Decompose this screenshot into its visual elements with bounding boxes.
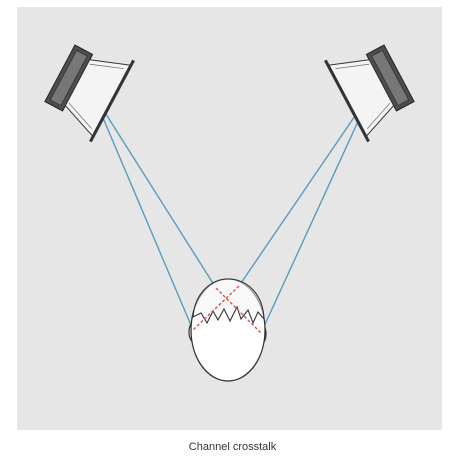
left-speaker-to-left-ear-path bbox=[91, 91, 194, 331]
crosstalk-paths bbox=[192, 285, 262, 334]
left-speaker-icon bbox=[44, 44, 135, 143]
left-crosstalk-path bbox=[215, 287, 262, 334]
sound-paths bbox=[91, 90, 373, 334]
crosstalk-diagram bbox=[17, 7, 442, 430]
figure-caption: Channel crosstalk bbox=[188, 441, 277, 453]
left-speaker-to-right-ear-path bbox=[91, 91, 217, 289]
listener-head-icon bbox=[188, 278, 267, 382]
right-speaker-icon bbox=[324, 44, 415, 143]
right-speaker-to-right-ear-path bbox=[260, 90, 373, 334]
hair-icon bbox=[192, 278, 265, 325]
right-crosstalk-path bbox=[192, 285, 240, 331]
right-speaker-to-left-ear-path bbox=[238, 90, 373, 287]
diagram-canvas bbox=[44, 44, 415, 382]
